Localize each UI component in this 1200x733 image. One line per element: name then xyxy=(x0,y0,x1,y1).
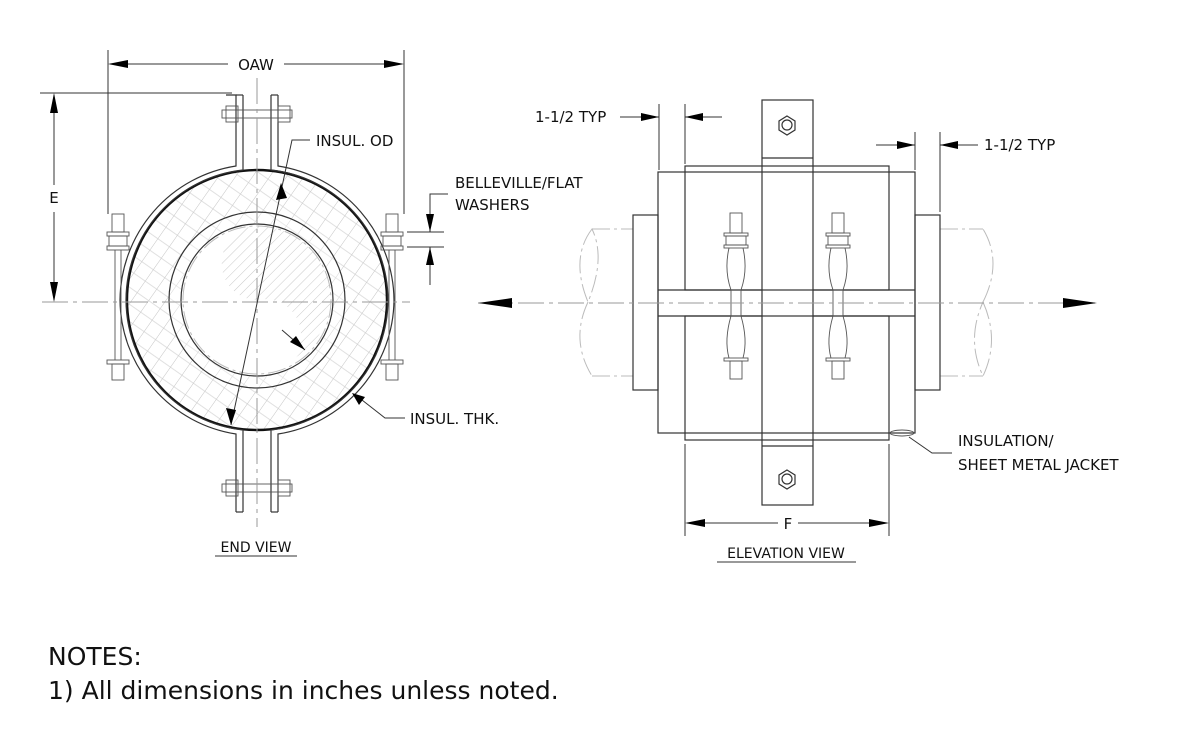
clamp-band-upper-left xyxy=(119,94,237,301)
right-side-bolt xyxy=(380,213,404,381)
oaw-dimension: OAW xyxy=(107,50,405,214)
left-clamp-bolt xyxy=(723,212,749,380)
left-pipe-break xyxy=(579,228,633,377)
left-offset-dimension: 1-1/2 TYP xyxy=(535,104,722,170)
elevation-view: 1-1/2 TYP 1-1/2 TYP F INSULATION/ xyxy=(478,99,1119,563)
end-view-title: END VIEW xyxy=(221,540,292,556)
left-offset-label: 1-1/2 TYP xyxy=(535,108,606,126)
left-flow-arrow xyxy=(478,298,512,308)
bottom-hex-nut xyxy=(778,469,796,490)
washers-callout: BELLEVILLE/FLAT WASHERS xyxy=(407,174,583,285)
clamp-band-lower-right xyxy=(277,299,395,512)
clamp-band-upper-right xyxy=(277,95,395,301)
notes-heading: NOTES: xyxy=(48,642,142,671)
insul-thk-label: INSUL. THK. xyxy=(410,410,499,428)
washers-label-line1: BELLEVILLE/FLAT xyxy=(455,174,583,192)
f-dimension: F xyxy=(684,444,890,536)
e-dimension: E xyxy=(40,92,232,302)
right-clamp-bolt xyxy=(825,212,851,380)
insul-od-label: INSUL. OD xyxy=(316,132,393,150)
e-label: E xyxy=(49,189,58,207)
oaw-label: OAW xyxy=(238,56,274,74)
right-offset-dimension: 1-1/2 TYP xyxy=(876,132,1055,212)
note-item: 1) All dimensions in inches unless noted… xyxy=(48,676,559,705)
end-view: OAW E INSUL. OD BELLEVILLE/FLAT xyxy=(40,50,583,557)
clamp-upper-half xyxy=(684,165,890,291)
jacket-label-line2: SHEET METAL JACKET xyxy=(958,456,1119,474)
clamp-band-lower-left xyxy=(119,299,237,512)
right-offset-label: 1-1/2 TYP xyxy=(984,136,1055,154)
pipe-section xyxy=(221,226,331,360)
notes-block: NOTES: 1) All dimensions in inches unles… xyxy=(48,640,559,708)
insul-thk-callout: INSUL. THK. xyxy=(281,329,499,428)
f-label: F xyxy=(784,515,793,533)
washers-label-line2: WASHERS xyxy=(455,196,530,214)
right-flow-arrow xyxy=(1063,298,1097,308)
left-side-bolt xyxy=(106,213,130,381)
insul-od-callout: INSUL. OD xyxy=(226,132,393,426)
right-pipe-break xyxy=(940,228,994,378)
elevation-view-title: ELEVATION VIEW xyxy=(727,546,845,562)
clamp-lower-half xyxy=(684,315,890,441)
jacket-label-line1: INSULATION/ xyxy=(958,432,1055,450)
jacket-callout: INSULATION/ SHEET METAL JACKET xyxy=(889,429,1119,474)
top-hex-nut xyxy=(778,115,796,136)
